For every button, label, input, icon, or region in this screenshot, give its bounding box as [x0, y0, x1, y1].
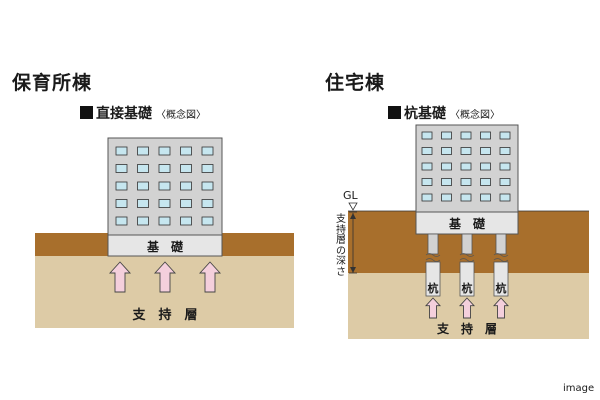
left-support-label: 支 持 層	[132, 308, 198, 323]
left-windows	[115, 146, 214, 226]
right-subtitle-text: 杭基礎	[404, 106, 446, 122]
right-subtitle-note: 〈概念図〉	[450, 110, 500, 121]
right-window	[499, 178, 511, 186]
right-subtitle: 杭基礎〈概念図〉	[388, 103, 500, 123]
gl-label: GL	[343, 189, 358, 202]
pile-upper	[461, 233, 473, 255]
pile-upper	[495, 233, 507, 255]
left-subtitle-note: 〈概念図〉	[156, 110, 206, 121]
right-window	[421, 193, 433, 202]
pile-upper	[427, 233, 439, 255]
left-window	[180, 199, 192, 208]
pile-break-icon	[493, 253, 509, 262]
left-window	[115, 216, 128, 226]
pile-label-1: 杭	[427, 282, 439, 295]
right-window	[460, 147, 472, 155]
right-section-title: 住宅棟	[325, 72, 386, 94]
depth-arrow-down-icon	[350, 267, 356, 273]
left-window	[158, 164, 171, 173]
up-arrow-icon	[458, 297, 476, 319]
right-window	[421, 178, 433, 186]
pile-break-icon	[459, 253, 475, 262]
pile-lower	[493, 261, 509, 297]
up-arrow-icon	[108, 261, 132, 293]
depth-label: 支持層の深さ	[336, 214, 346, 278]
left-window	[137, 164, 149, 173]
right-window	[441, 131, 452, 140]
up-arrow-icon	[492, 297, 510, 319]
left-window	[115, 181, 128, 191]
right-windows	[421, 131, 511, 202]
left-window	[137, 146, 149, 156]
left-window	[158, 199, 171, 208]
left-window	[201, 216, 214, 226]
up-arrow-icon	[424, 297, 442, 319]
left-window	[137, 216, 149, 226]
image-caption: image	[563, 383, 595, 394]
left-arrows	[108, 261, 222, 293]
left-foundation	[107, 234, 223, 257]
right-arrows	[424, 297, 510, 319]
right-window	[421, 147, 433, 155]
right-window	[480, 131, 491, 140]
right-window	[499, 162, 511, 171]
right-window	[460, 162, 472, 171]
right-window	[460, 193, 472, 202]
right-piles	[425, 233, 509, 297]
left-window	[180, 216, 192, 226]
left-window	[201, 181, 214, 191]
right-window	[480, 147, 491, 155]
depth-arrow-up-icon	[350, 213, 356, 219]
left-subtitle: 直接基礎〈概念図〉	[80, 103, 206, 123]
left-window	[180, 181, 192, 191]
square-bullet-icon-2	[388, 106, 401, 119]
pile-label-2: 杭	[461, 282, 473, 295]
right-window	[441, 193, 452, 202]
right-window	[441, 162, 452, 171]
right-foundation-label: 基 礎	[448, 217, 485, 231]
left-section-title: 保育所棟	[12, 72, 93, 94]
left-window	[158, 216, 171, 226]
up-arrow-icon	[198, 261, 222, 293]
right-window	[480, 193, 491, 202]
right-window	[460, 178, 472, 186]
right-window	[499, 131, 511, 140]
right-window	[421, 131, 433, 140]
right-support-label: 支 持 層	[436, 322, 497, 336]
left-window	[201, 146, 214, 156]
pile-lower	[425, 261, 441, 297]
left-window	[115, 164, 128, 173]
gl-triangle-icon	[348, 202, 358, 211]
left-window	[115, 199, 128, 208]
left-window	[201, 164, 214, 173]
square-bullet-icon	[80, 106, 93, 119]
pile-lower	[459, 261, 475, 297]
left-window	[115, 146, 128, 156]
left-window	[137, 181, 149, 191]
right-window	[441, 147, 452, 155]
right-window	[480, 178, 491, 186]
left-window	[137, 199, 149, 208]
left-window	[180, 146, 192, 156]
left-window	[201, 199, 214, 208]
left-foundation-label: 基 礎	[146, 240, 183, 254]
left-window	[158, 146, 171, 156]
left-window	[158, 181, 171, 191]
pile-break-icon	[425, 253, 441, 262]
up-arrow-icon	[153, 261, 177, 293]
left-subtitle-text: 直接基礎	[96, 106, 152, 122]
right-window	[499, 147, 511, 155]
right-window	[460, 131, 472, 140]
right-window	[441, 178, 452, 186]
right-window	[421, 162, 433, 171]
left-window	[180, 164, 192, 173]
right-window	[480, 162, 491, 171]
right-window	[499, 193, 511, 202]
pile-label-3: 杭	[495, 282, 507, 295]
